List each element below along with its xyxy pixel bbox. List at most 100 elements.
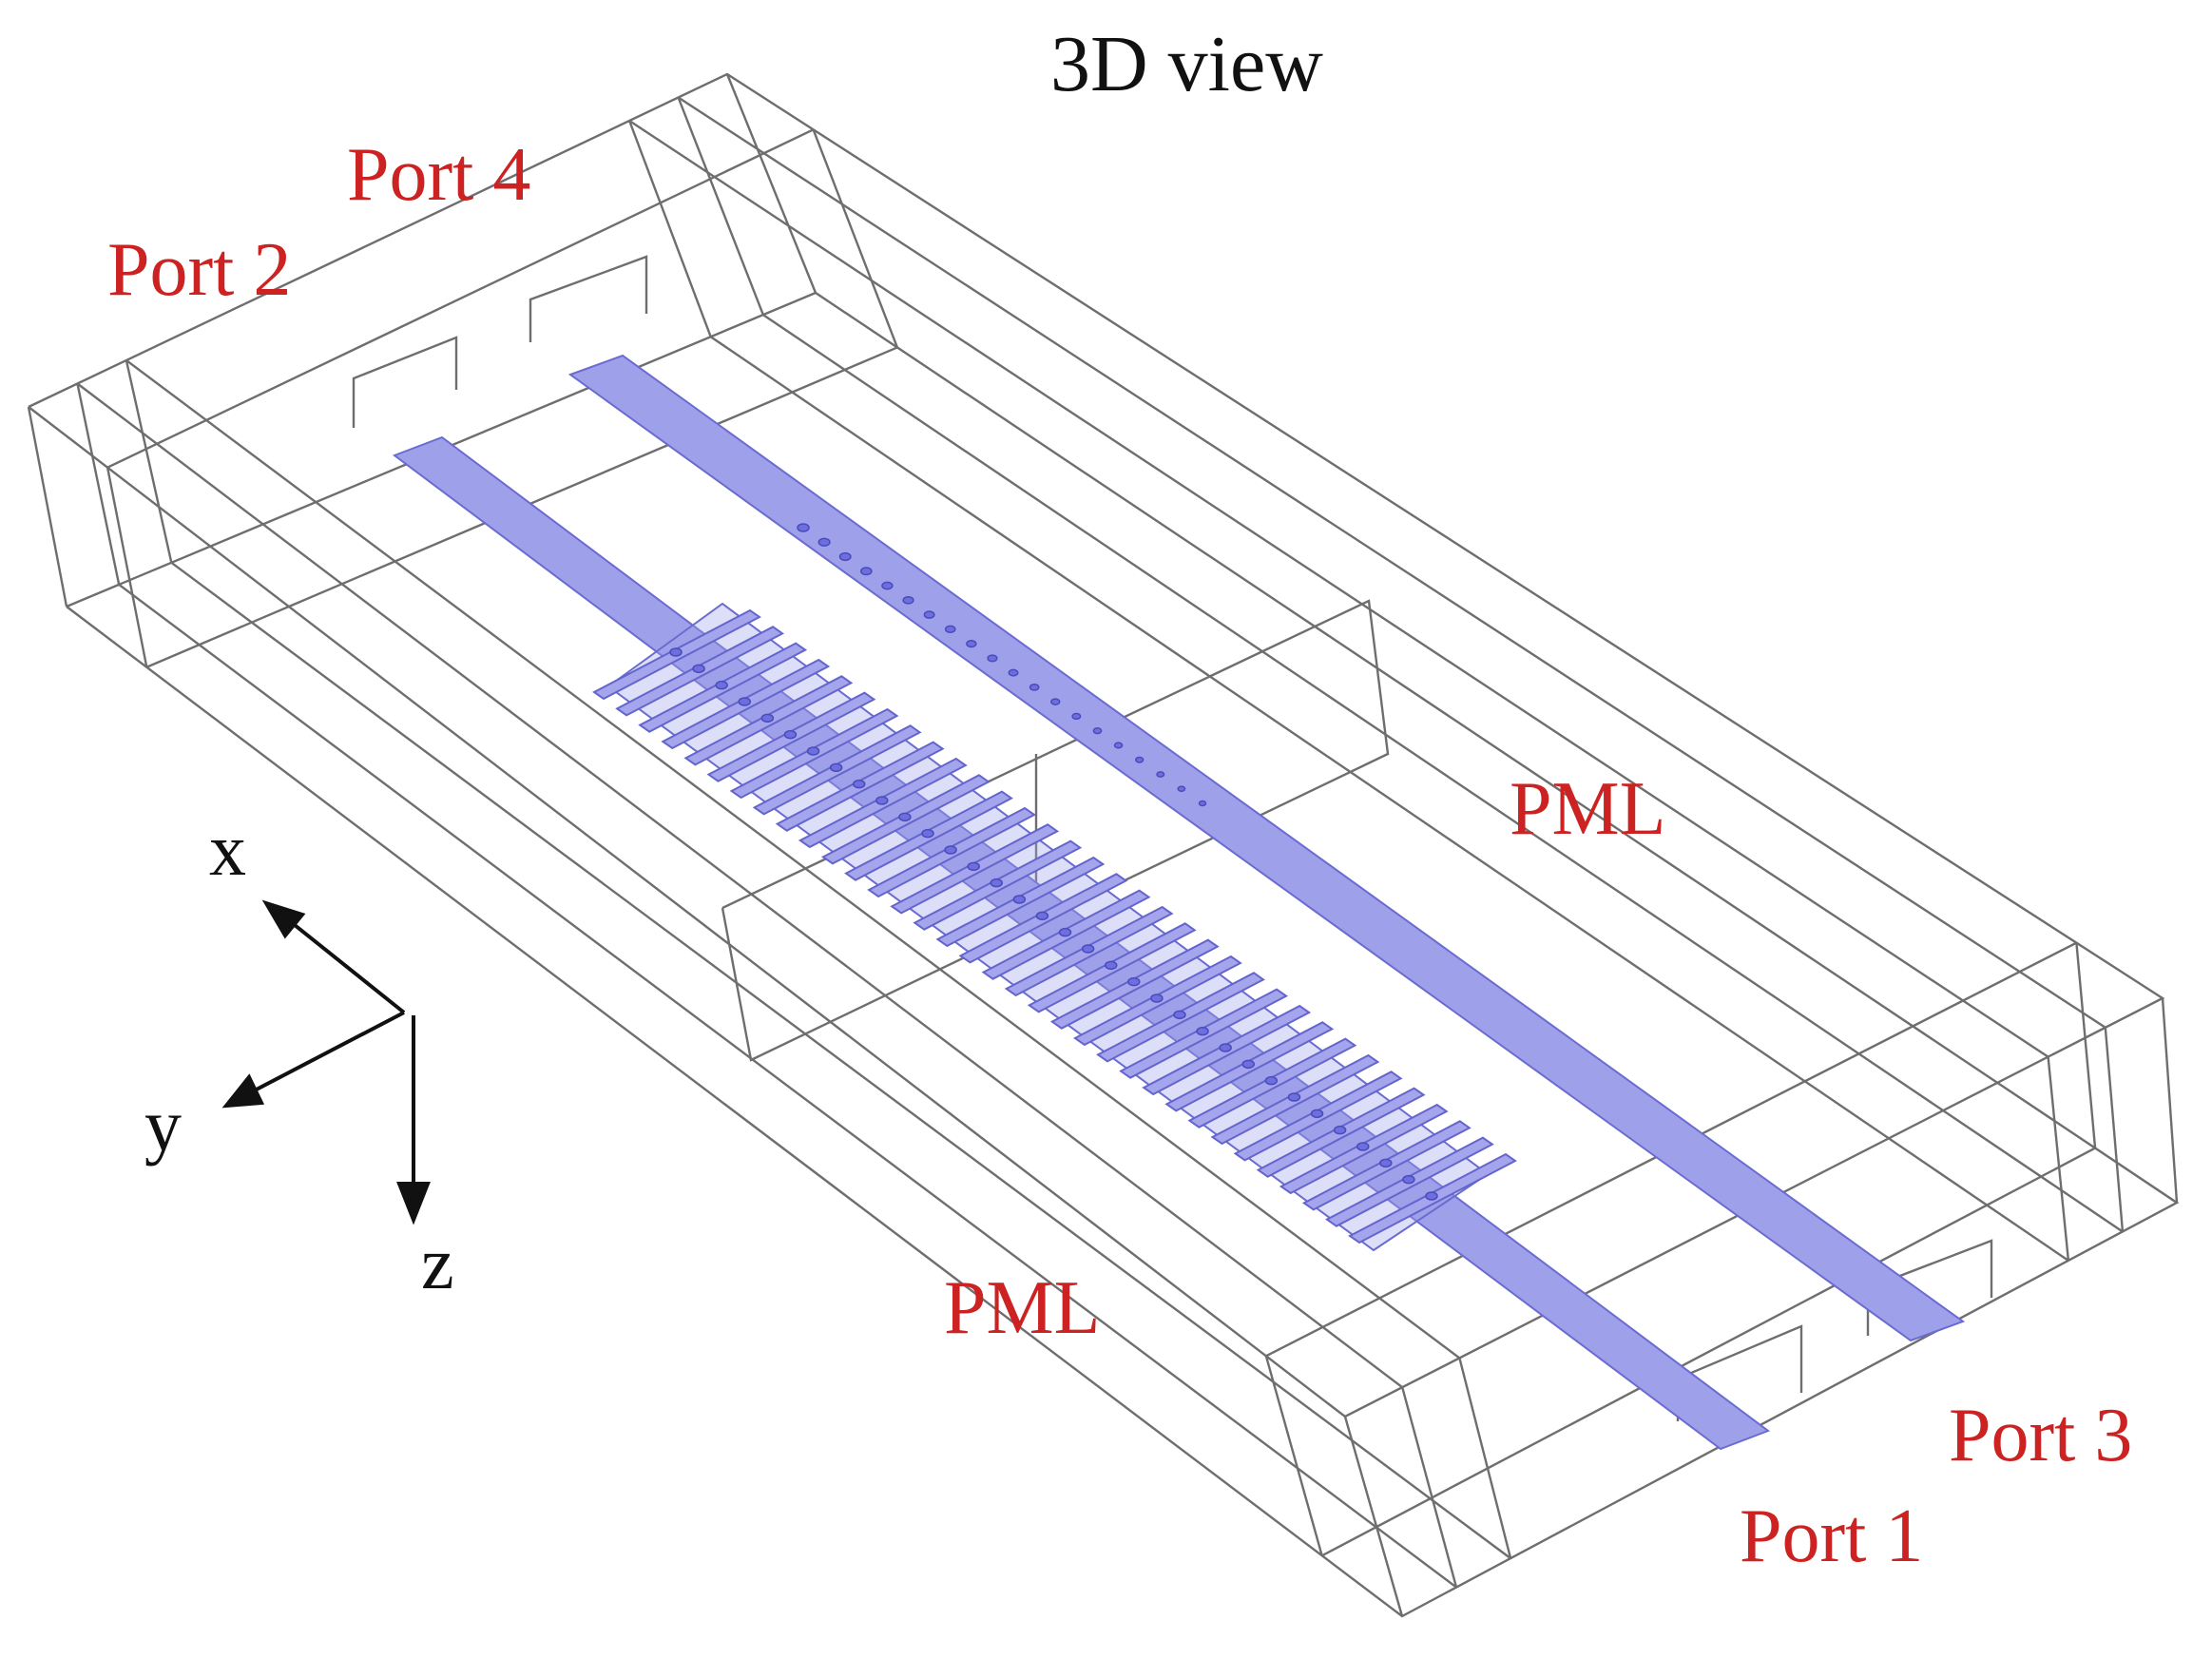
pml-end-bottom-1 <box>1321 1147 2096 1557</box>
port-4-label: Port 4 <box>347 133 530 217</box>
hole <box>1196 1026 1209 1036</box>
port-2-label: Port 2 <box>107 228 291 312</box>
hole <box>1356 1142 1370 1151</box>
hole <box>669 647 683 657</box>
port-1-label: Port 1 <box>1740 1495 1923 1578</box>
hole <box>829 762 843 773</box>
waveguide-hole <box>987 654 998 663</box>
hole <box>806 746 820 756</box>
pml-end-v1-0 <box>106 467 148 667</box>
pml-layer-top-2 <box>628 119 2049 1058</box>
pml-layer-bottom-3 <box>762 314 2124 1233</box>
pml-layer-far-0 <box>1401 1386 1458 1588</box>
hole <box>1127 976 1141 987</box>
pml-layer-far-2 <box>2047 1056 2070 1262</box>
waveguide-hole <box>859 567 873 576</box>
waveguide-hole <box>1177 785 1186 793</box>
hole <box>1379 1158 1393 1168</box>
hole <box>715 680 728 690</box>
waveguide-hole <box>1029 684 1040 691</box>
coordinate-axes <box>221 899 431 1225</box>
waveguide-hole <box>1135 756 1144 763</box>
waveguide-hole <box>944 625 956 634</box>
z-axis-arrowhead <box>396 1182 431 1225</box>
pml-layer-bottom-1 <box>170 561 1511 1560</box>
hole <box>1104 960 1118 971</box>
waveguide-hole <box>923 610 935 619</box>
pml-layer-top-3 <box>677 96 2106 1029</box>
pml-layer-near-2 <box>627 120 712 338</box>
x-axis-label: x <box>209 808 246 891</box>
waveguide-hole <box>1008 668 1019 677</box>
waveguide-hole <box>817 537 831 547</box>
pml-end-v1-1 <box>1264 1355 1323 1556</box>
right-straight-waveguide <box>567 354 1966 1342</box>
hole <box>875 796 889 805</box>
waveguide-hole <box>1071 712 1082 721</box>
pml-bottom-label: PML <box>944 1266 1101 1350</box>
hole <box>944 845 957 855</box>
pml-layer-near-1 <box>125 359 173 564</box>
hole <box>1333 1125 1347 1135</box>
hole <box>967 861 980 872</box>
pml-layer-top-0 <box>76 382 1403 1389</box>
hole <box>1035 911 1049 921</box>
pml-layer-near-3 <box>677 97 764 316</box>
diagram-title: 3D view <box>1050 20 1323 108</box>
pml-end-v2-0 <box>812 128 899 348</box>
pml-layer-bottom-0 <box>118 583 1457 1589</box>
waveguide-hole <box>1050 698 1061 705</box>
pml-layer-far-3 <box>2104 1027 2125 1232</box>
box-edge-a <box>27 406 68 608</box>
y-axis-arrowhead <box>221 1073 265 1109</box>
port-4-monitor <box>529 255 648 342</box>
hole <box>1058 927 1072 937</box>
hole <box>1241 1059 1256 1070</box>
port-3-monitor <box>1866 1239 1993 1336</box>
pml-layer-near-0 <box>76 383 121 586</box>
waveguide-hole <box>797 523 810 532</box>
waveguide-hole <box>1113 742 1124 749</box>
waveguide-hole <box>966 639 977 648</box>
hole <box>1425 1191 1438 1201</box>
port-3-label: Port 3 <box>1949 1394 2132 1477</box>
hole <box>1219 1043 1232 1052</box>
hole <box>1287 1092 1301 1102</box>
z-axis-label: z <box>421 1222 454 1304</box>
hole <box>852 779 866 789</box>
box-edge-d <box>1343 1416 1404 1617</box>
pml-end-v2-1 <box>2075 942 2097 1148</box>
waveguide-hole <box>881 581 894 590</box>
hole <box>783 729 798 740</box>
y-axis-label: y <box>144 1084 182 1167</box>
waveguide-hole <box>1156 771 1165 778</box>
pml-layer-far-1 <box>1458 1358 1512 1559</box>
hole <box>738 697 752 706</box>
port-2-monitor <box>352 336 458 428</box>
hole <box>692 664 705 674</box>
box-edge-c <box>2161 997 2179 1204</box>
hole <box>898 812 912 822</box>
pml-layer-top-1 <box>125 359 1461 1360</box>
hole <box>1310 1109 1324 1119</box>
y-axis-arrow <box>248 1011 405 1095</box>
x-axis-arrowhead <box>261 899 306 939</box>
waveguide-hole <box>838 551 852 562</box>
pml-layer-bottom-2 <box>710 336 2069 1262</box>
hole <box>1150 993 1164 1003</box>
pml-end-top-0 <box>106 128 815 469</box>
waveguide-hole <box>1092 727 1103 735</box>
waveguide-hole <box>902 595 914 605</box>
simulation-box-wireframe <box>27 72 2180 1618</box>
pml-right-label: PML <box>1510 767 1666 851</box>
box-edge-b <box>725 73 817 294</box>
hole <box>1081 944 1095 954</box>
x-axis-arrow <box>283 916 406 1014</box>
waveguide-hole <box>1198 800 1207 807</box>
hole <box>1402 1174 1415 1185</box>
hole <box>760 713 775 723</box>
hole <box>1264 1075 1279 1086</box>
photonic-crystal-holes <box>669 523 1438 1201</box>
hole <box>1012 895 1027 904</box>
